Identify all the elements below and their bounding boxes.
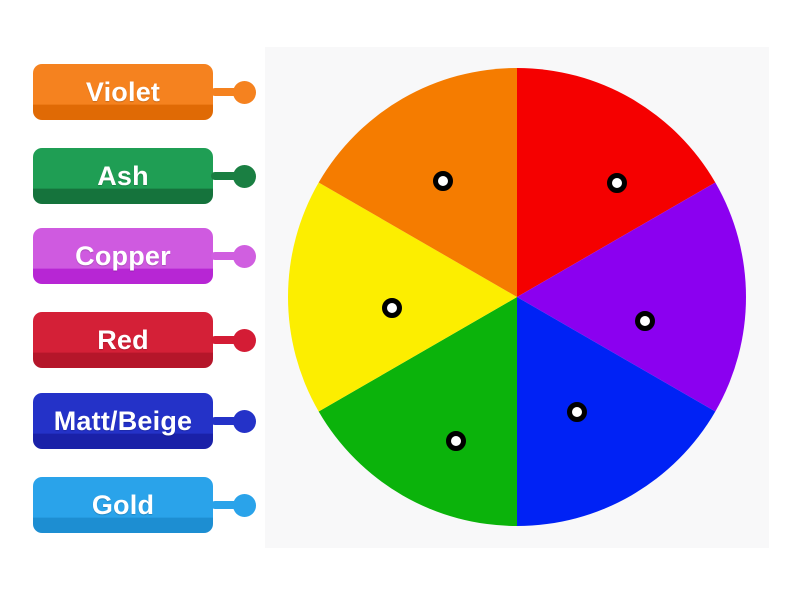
label-chip-body <box>33 228 213 284</box>
draggable-label-copper[interactable]: Copper <box>33 228 256 284</box>
drop-target-dot-yellow[interactable] <box>382 298 402 318</box>
label-connector-knob[interactable] <box>233 329 256 352</box>
draggable-label-red[interactable]: Red <box>33 312 256 368</box>
label-text: Violet <box>85 77 161 107</box>
segment-blue[interactable] <box>517 297 716 526</box>
draggable-label-violet[interactable]: Violet <box>33 64 256 120</box>
label-chip-body <box>33 477 213 533</box>
label-text: Gold <box>91 490 155 520</box>
label-connector-knob[interactable] <box>233 165 256 188</box>
drop-target-dot-blue[interactable] <box>567 402 587 422</box>
label-connector-stem <box>211 417 241 425</box>
label-connector-knob[interactable] <box>233 410 256 433</box>
label-text: Red <box>97 325 149 355</box>
segment-green[interactable] <box>318 297 517 526</box>
segment-orange[interactable] <box>318 68 517 297</box>
label-chip-body <box>33 312 213 368</box>
label-text: Ash <box>97 161 149 191</box>
drop-target-dot-purple[interactable] <box>635 311 655 331</box>
draggable-label-matt-beige[interactable]: Matt/Beige <box>33 393 256 449</box>
label-chip-body <box>33 64 213 120</box>
label-connector-knob[interactable] <box>233 81 256 104</box>
label-text: Matt/Beige <box>53 406 193 436</box>
segment-purple[interactable] <box>517 182 747 412</box>
label-bank: Violet Ash Copper Red Matt/B <box>0 0 265 600</box>
label-connector-stem <box>211 172 241 180</box>
label-text: Copper <box>75 241 171 271</box>
spinner-wheel[interactable] <box>287 67 747 528</box>
label-connector-knob[interactable] <box>233 494 256 517</box>
draggable-label-ash[interactable]: Ash <box>33 148 256 204</box>
spinner-wheel-graphic <box>287 68 747 526</box>
spinner-wheel-panel <box>265 47 769 548</box>
segment-yellow[interactable] <box>287 182 517 412</box>
label-chip-body <box>33 393 213 449</box>
draggable-label-gold[interactable]: Gold <box>33 477 256 533</box>
label-connector-stem <box>211 252 241 260</box>
label-connector-stem <box>211 501 241 509</box>
drop-target-dot-orange[interactable] <box>433 171 453 191</box>
drop-target-dot-green[interactable] <box>446 431 466 451</box>
label-connector-stem <box>211 88 241 96</box>
drop-target-dot-red[interactable] <box>607 173 627 193</box>
label-connector-knob[interactable] <box>233 245 256 268</box>
label-connector-stem <box>211 336 241 344</box>
label-chip-body <box>33 148 213 204</box>
